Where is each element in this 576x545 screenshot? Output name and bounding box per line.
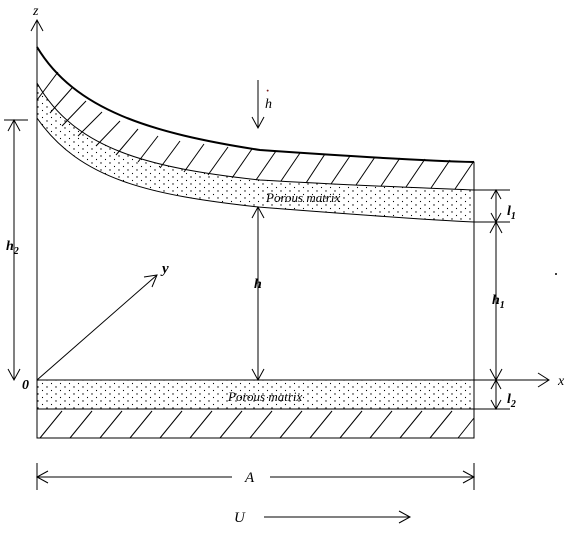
y-axis-label: y <box>160 261 169 277</box>
l1-label: l1 <box>507 204 516 222</box>
h2-label: h2 <box>6 239 19 257</box>
h-dot-mark: · <box>265 83 270 100</box>
h2-dimension <box>4 118 28 382</box>
h-dimension <box>251 205 265 382</box>
x-axis-label: x <box>557 374 565 389</box>
h-dot-arrow <box>251 80 265 130</box>
y-axis <box>36 274 158 381</box>
upper-bearing-hatching <box>36 46 475 191</box>
origin-label: 0 <box>22 378 29 393</box>
lower-porous-matrix <box>36 379 475 410</box>
A-dimension <box>35 463 476 490</box>
U-arrow <box>264 510 412 524</box>
h1-label: h1 <box>492 293 505 311</box>
porous-matrix-bottom-label: Porous matrix <box>227 389 302 404</box>
h-dot-label: h <box>265 97 272 112</box>
U-label: U <box>234 510 246 526</box>
l2-dimension <box>474 378 510 411</box>
l1-dimension <box>474 188 510 224</box>
stray-dot <box>555 273 557 275</box>
l2-label: l2 <box>507 392 516 410</box>
upper-porous-matrix <box>37 83 474 222</box>
h-label: h <box>254 277 262 292</box>
z-axis-label: z <box>32 4 39 19</box>
porous-matrix-top-label: Porous matrix <box>265 190 340 205</box>
lower-bearing-hatching <box>36 408 475 439</box>
z-axis <box>30 18 44 438</box>
A-label: A <box>244 470 255 486</box>
